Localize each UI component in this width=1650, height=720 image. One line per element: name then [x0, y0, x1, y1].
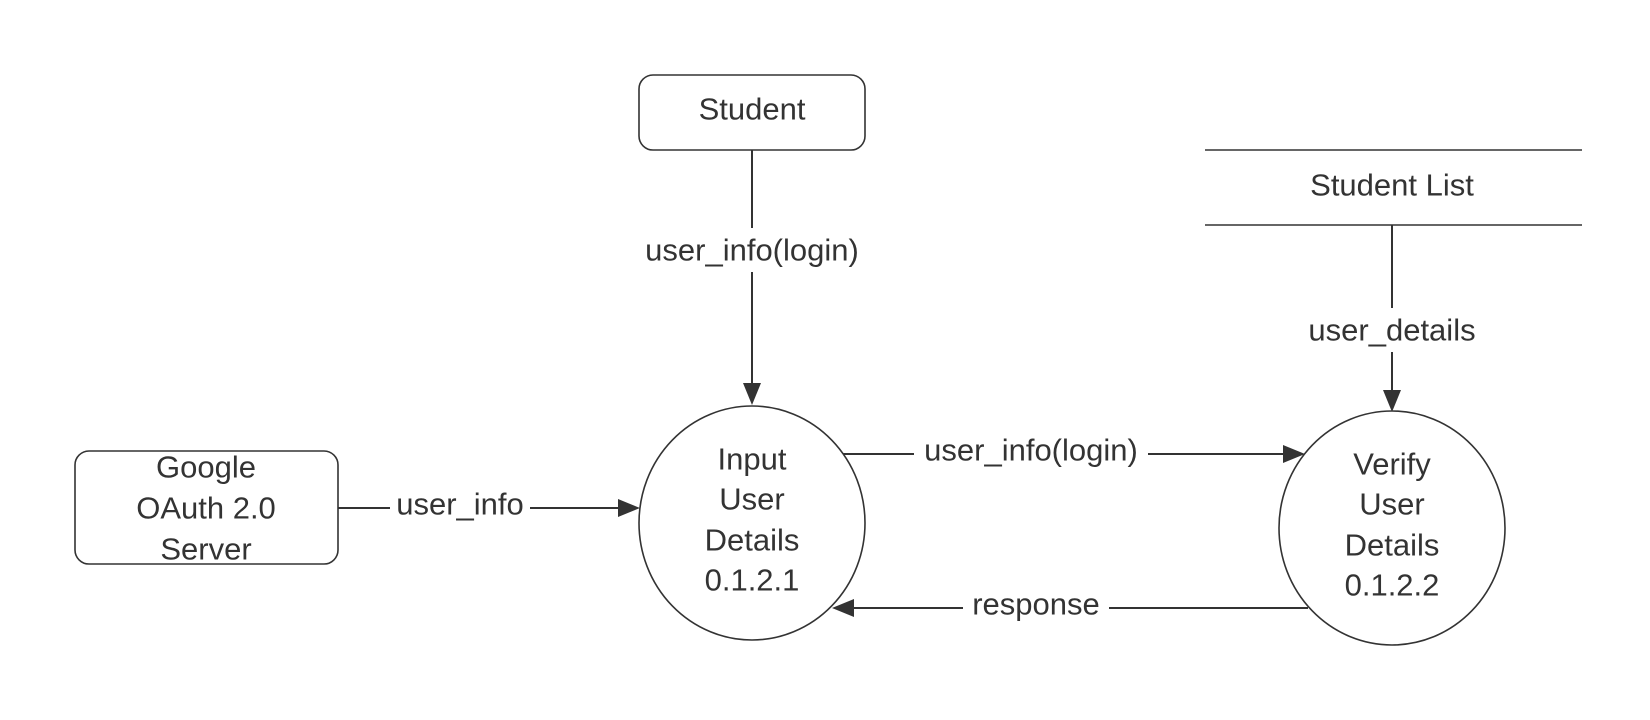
input-user-details-process: Input User Details 0.1.2.1 [638, 405, 866, 641]
student-label: Student [699, 92, 806, 127]
flow-label-student-to-input: user_info(login) [645, 233, 859, 268]
google-oauth-line-3: Server [160, 532, 251, 567]
verify-process-line-4: 0.1.2.2 [1345, 568, 1440, 603]
flow-label-input-to-verify: user_info(login) [924, 433, 1138, 468]
google-oauth-line-2: OAuth 2.0 [136, 491, 276, 526]
student-list-label: Student List [1310, 168, 1474, 203]
google-oauth-entity: Google OAuth 2.0 Server [74, 450, 339, 567]
google-oauth-line-1: Google [156, 450, 256, 485]
student-entity: Student [638, 74, 866, 151]
input-process-line-3: Details [705, 523, 800, 558]
verify-process-line-1: Verify [1353, 447, 1431, 482]
flow-label-oauth-to-input: user_info [396, 487, 524, 522]
input-process-line-4: 0.1.2.1 [705, 563, 800, 598]
flow-label-verify-to-input: response [972, 587, 1100, 622]
verify-process-line-2: User [1359, 487, 1424, 522]
verify-process-line-3: Details [1345, 528, 1440, 563]
flow-student-to-input [743, 150, 761, 405]
input-process-line-1: Input [718, 442, 787, 477]
input-process-line-2: User [719, 482, 784, 517]
student-list-store: Student List [1205, 149, 1582, 226]
verify-user-details-process: Verify User Details 0.1.2.2 [1278, 410, 1506, 646]
flow-label-list-to-verify: user_details [1308, 313, 1475, 348]
